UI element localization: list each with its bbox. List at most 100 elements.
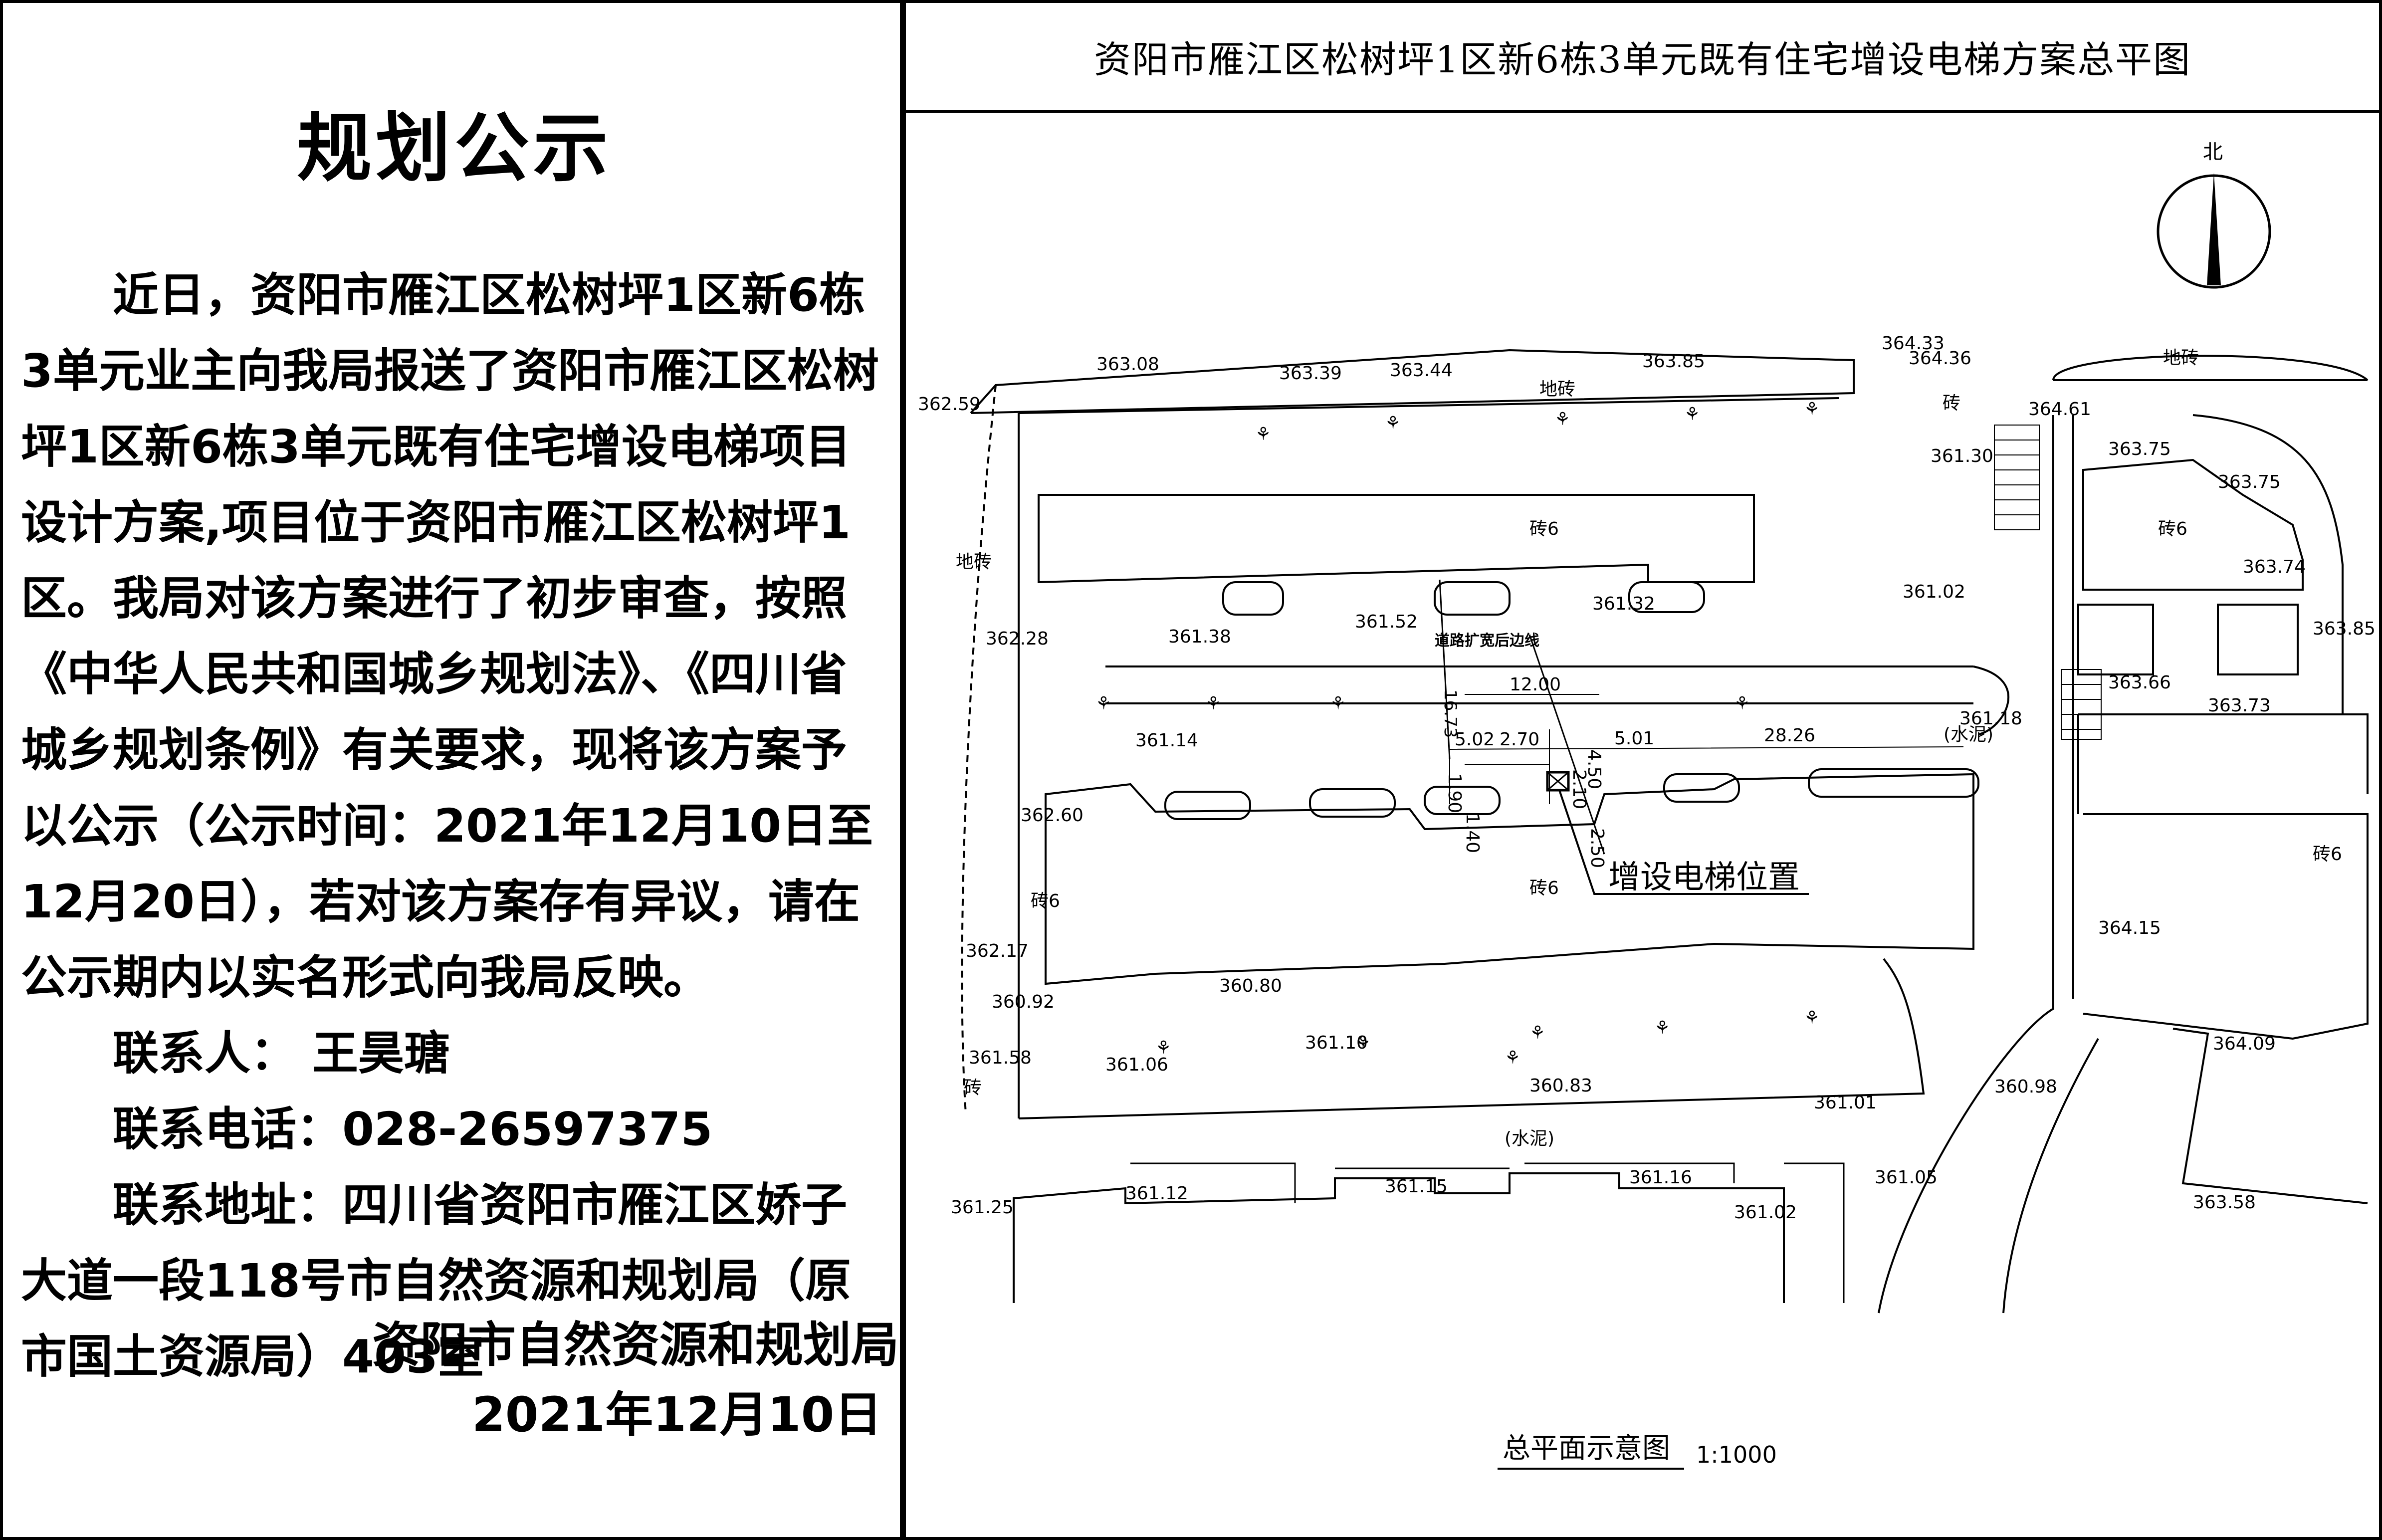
notice-panel: 规划公示 近日，资阳市雁江区松树坪1区新6栋3单元业主向我局报送了资阳市雁江区松… <box>0 0 903 1540</box>
dimension-label: 12.00 <box>1510 674 1561 695</box>
elevation-label: 361.25 <box>951 1197 1014 1218</box>
dimension-label: 4.50 <box>1584 749 1604 789</box>
east-block <box>2217 604 2299 675</box>
elevation-label: 361.05 <box>1875 1167 1938 1188</box>
svg-text:⚘: ⚘ <box>1804 1008 1820 1028</box>
elevation-label: 361.01 <box>1814 1093 1877 1113</box>
stairs-icon <box>1994 425 2102 740</box>
plan-title: 资阳市雁江区松树坪1区新6栋3单元既有住宅增设电梯方案总平图 <box>1093 38 2191 81</box>
elevation-label: 360.98 <box>1994 1077 2057 1097</box>
elevator-shaft-icon <box>1546 771 1570 792</box>
elevation-label: 363.58 <box>2193 1192 2256 1213</box>
svg-text:⚘: ⚘ <box>1554 409 1570 430</box>
contact-person: 联系人： 王昊瑭 <box>113 1027 450 1080</box>
elevation-label: 361.30 <box>1931 446 1993 466</box>
east-road-curve <box>2192 414 2344 714</box>
elevation-label: 361.52 <box>1355 612 1418 632</box>
elevation-label: 364.15 <box>2098 918 2161 938</box>
road-widen-line <box>1439 579 1605 855</box>
balcony <box>1434 581 1511 616</box>
east-yard-upper <box>2077 713 2369 814</box>
balcony <box>1309 788 1396 818</box>
east-building-south <box>2083 813 2369 1040</box>
dimension-label: 5.01 <box>1614 728 1654 749</box>
svg-text:⚘: ⚘ <box>1330 693 1346 714</box>
vegetation-marks: ⚘⚘⚘ ⚘⚘⚘ ⚘⚘⚘ ⚘⚘⚘ ⚘⚘⚘ <box>1095 399 1820 1068</box>
svg-text:⚘: ⚘ <box>1804 399 1820 420</box>
dimension-label: 2.10 <box>1569 769 1589 809</box>
elevation-label: 363.85 <box>1642 351 1705 372</box>
svg-text:⚘: ⚘ <box>1205 693 1221 714</box>
elevation-label: 363.39 <box>1279 363 1342 384</box>
east-building <box>2082 458 2304 591</box>
label-road-widen: 道路扩宽后边线 <box>1435 632 1539 650</box>
elevation-label: 361.38 <box>1168 627 1231 647</box>
east-road-west <box>1878 415 2054 1314</box>
elevation-label: 364.33 <box>1882 333 1945 354</box>
svg-text:⚘: ⚘ <box>1255 424 1271 444</box>
site-outline-dashed <box>961 385 997 1114</box>
elevation-label: 360.80 <box>1219 976 1282 996</box>
site-boundary <box>970 349 1855 414</box>
svg-text:⚘: ⚘ <box>1505 1048 1520 1068</box>
site-plan-drawing: ⚘⚘⚘ ⚘⚘⚘ ⚘⚘⚘ ⚘⚘⚘ ⚘⚘⚘ 北 道路扩宽后边线 增设电梯位置 砖6 … <box>918 141 2376 1470</box>
north-arrow-icon <box>2157 173 2271 289</box>
elevation-label: 361.15 <box>1385 1176 1448 1197</box>
paving-label: 地砖 <box>1539 379 1575 400</box>
contact-phone: 联系电话：028-26597375 <box>113 1102 713 1156</box>
elevation-label: 363.75 <box>2218 472 2281 492</box>
site-plan-panel: 资阳市雁江区松树坪1区新6栋3单元既有住宅增设电梯方案总平图 <box>903 0 2382 1540</box>
signature: 资阳市自然资源和规划局 2021年12月10日 <box>372 1310 901 1450</box>
svg-text:⚘: ⚘ <box>1734 693 1750 714</box>
elevation-label: 362.28 <box>986 629 1049 649</box>
svg-text:⚘: ⚘ <box>1529 1023 1545 1043</box>
building-label: 砖6 <box>1529 878 1559 898</box>
north-building <box>1038 494 1755 584</box>
north-road-edge <box>1018 397 1839 414</box>
elevation-label: 363.66 <box>2108 672 2171 693</box>
plan-title-row: 资阳市雁江区松树坪1区新6栋3单元既有住宅增设电梯方案总平图 <box>906 3 2379 113</box>
paving-label: 地砖 <box>2163 348 2199 368</box>
east-top-yard <box>2052 355 2369 381</box>
dimension-label: 2.70 <box>1500 729 1539 750</box>
paving-label: 地砖 <box>956 552 992 572</box>
elevation-label: 364.09 <box>2213 1034 2276 1054</box>
elevation-label: 362.59 <box>918 394 981 415</box>
elevation-label: 361.10 <box>1305 1033 1368 1053</box>
notice-paragraph: 近日，资阳市雁江区松树坪1区新6栋3单元业主向我局报送了资阳市雁江区松树坪1区新… <box>21 268 879 1004</box>
elevation-label: 361.02 <box>1903 582 1965 602</box>
elevation-label: 361.58 <box>969 1048 1032 1068</box>
building-label: 砖6 <box>2313 844 2342 865</box>
dimension-label: 5.02 <box>1455 729 1495 750</box>
building-label: 砖6 <box>2158 519 2187 539</box>
signature-date: 2021年12月10日 <box>472 1387 882 1443</box>
plan-caption: 总平面示意图 <box>1503 1432 1670 1465</box>
cement-label: (水泥) <box>1505 1128 1554 1149</box>
svg-text:⚘: ⚘ <box>1654 1018 1670 1038</box>
dimension-label: 16.73 <box>1440 689 1460 738</box>
svg-text:⚘: ⚘ <box>1385 413 1401 434</box>
road-curve <box>1973 665 2010 735</box>
elevation-label: 362.60 <box>1021 805 1083 826</box>
elevation-label: 361.02 <box>1734 1202 1797 1223</box>
elevation-label: 363.75 <box>2108 439 2171 459</box>
south-road-edge <box>1018 958 1925 1119</box>
signature-org: 资阳市自然资源和规划局 <box>372 1317 899 1373</box>
elevation-label: 360.83 <box>1529 1076 1592 1096</box>
balcony <box>1628 581 1705 613</box>
elevator-leader <box>1558 790 1809 895</box>
dimension-line <box>1449 694 1964 804</box>
balcony <box>1808 768 1979 798</box>
elevation-label: 361.18 <box>1959 708 2022 729</box>
south-lower-terraces <box>1130 1162 1845 1303</box>
svg-text:⚘: ⚘ <box>1095 693 1111 714</box>
elevation-label: 363.74 <box>2243 557 2306 577</box>
south-building <box>1045 773 1974 985</box>
elevation-label: 363.08 <box>1096 354 1159 375</box>
east-lower-shape <box>2002 1028 2368 1314</box>
elevation-label: 361.16 <box>1629 1167 1692 1188</box>
east-block <box>2077 604 2154 675</box>
elevation-label: 363.44 <box>1390 360 1453 381</box>
elevation-label: 361.06 <box>1105 1055 1168 1075</box>
brick-label: 砖 <box>1943 393 1960 414</box>
